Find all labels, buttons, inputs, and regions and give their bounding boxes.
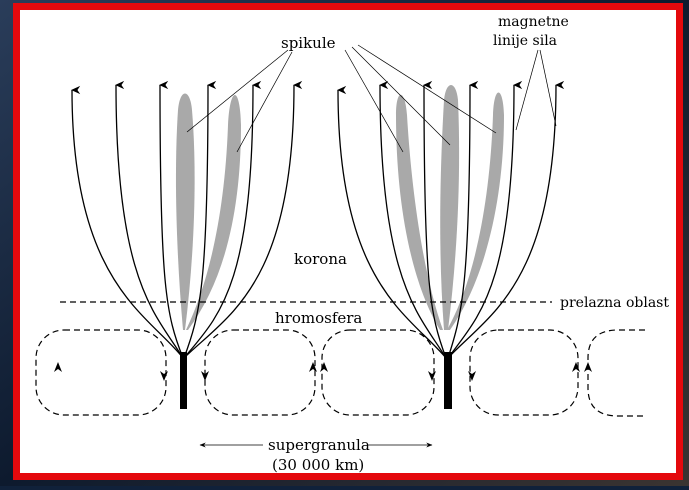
leader-line — [540, 50, 556, 126]
field-line — [116, 85, 183, 358]
field-lines-label-1: magnetne — [498, 14, 569, 30]
flux-tube-base — [444, 352, 452, 409]
supergranule-size-label: (30 000 km) — [272, 456, 364, 474]
cell-arrow — [160, 371, 168, 381]
supergranule-label: supergranula — [268, 436, 370, 454]
spicule-shape — [186, 95, 241, 330]
chromosphere-label: hromosfera — [275, 309, 362, 327]
convection-cell — [588, 330, 645, 416]
cell-arrow — [309, 362, 317, 372]
cell-arrow — [584, 362, 592, 372]
convection-cell — [205, 330, 315, 415]
cell-arrow — [468, 371, 476, 381]
spicule-shape — [440, 85, 459, 330]
convection-arrows — [54, 362, 592, 381]
spicule-shape — [396, 95, 443, 330]
cell-arrow — [428, 371, 436, 381]
field-line — [72, 90, 183, 358]
left-flux-group — [72, 85, 294, 409]
corona-label: korona — [294, 250, 347, 268]
cell-arrow — [54, 362, 62, 372]
leader-line — [237, 52, 292, 152]
right-flux-group — [338, 85, 556, 409]
transition-region-label: prelazna oblast — [560, 295, 669, 311]
leader-line — [516, 50, 538, 130]
spicules-label: spikule — [281, 34, 336, 52]
leader-line — [358, 45, 496, 133]
cell-arrow — [572, 362, 580, 372]
convection-cell — [470, 330, 578, 415]
convection-cells — [36, 330, 645, 416]
flux-tube-base — [180, 352, 187, 409]
spicule-shape — [176, 94, 195, 331]
field-lines-label-2: linije sila — [493, 33, 557, 49]
cell-arrow — [320, 362, 328, 372]
convection-cell — [322, 330, 434, 415]
convection-cell — [36, 330, 166, 415]
leader-line — [345, 50, 403, 152]
